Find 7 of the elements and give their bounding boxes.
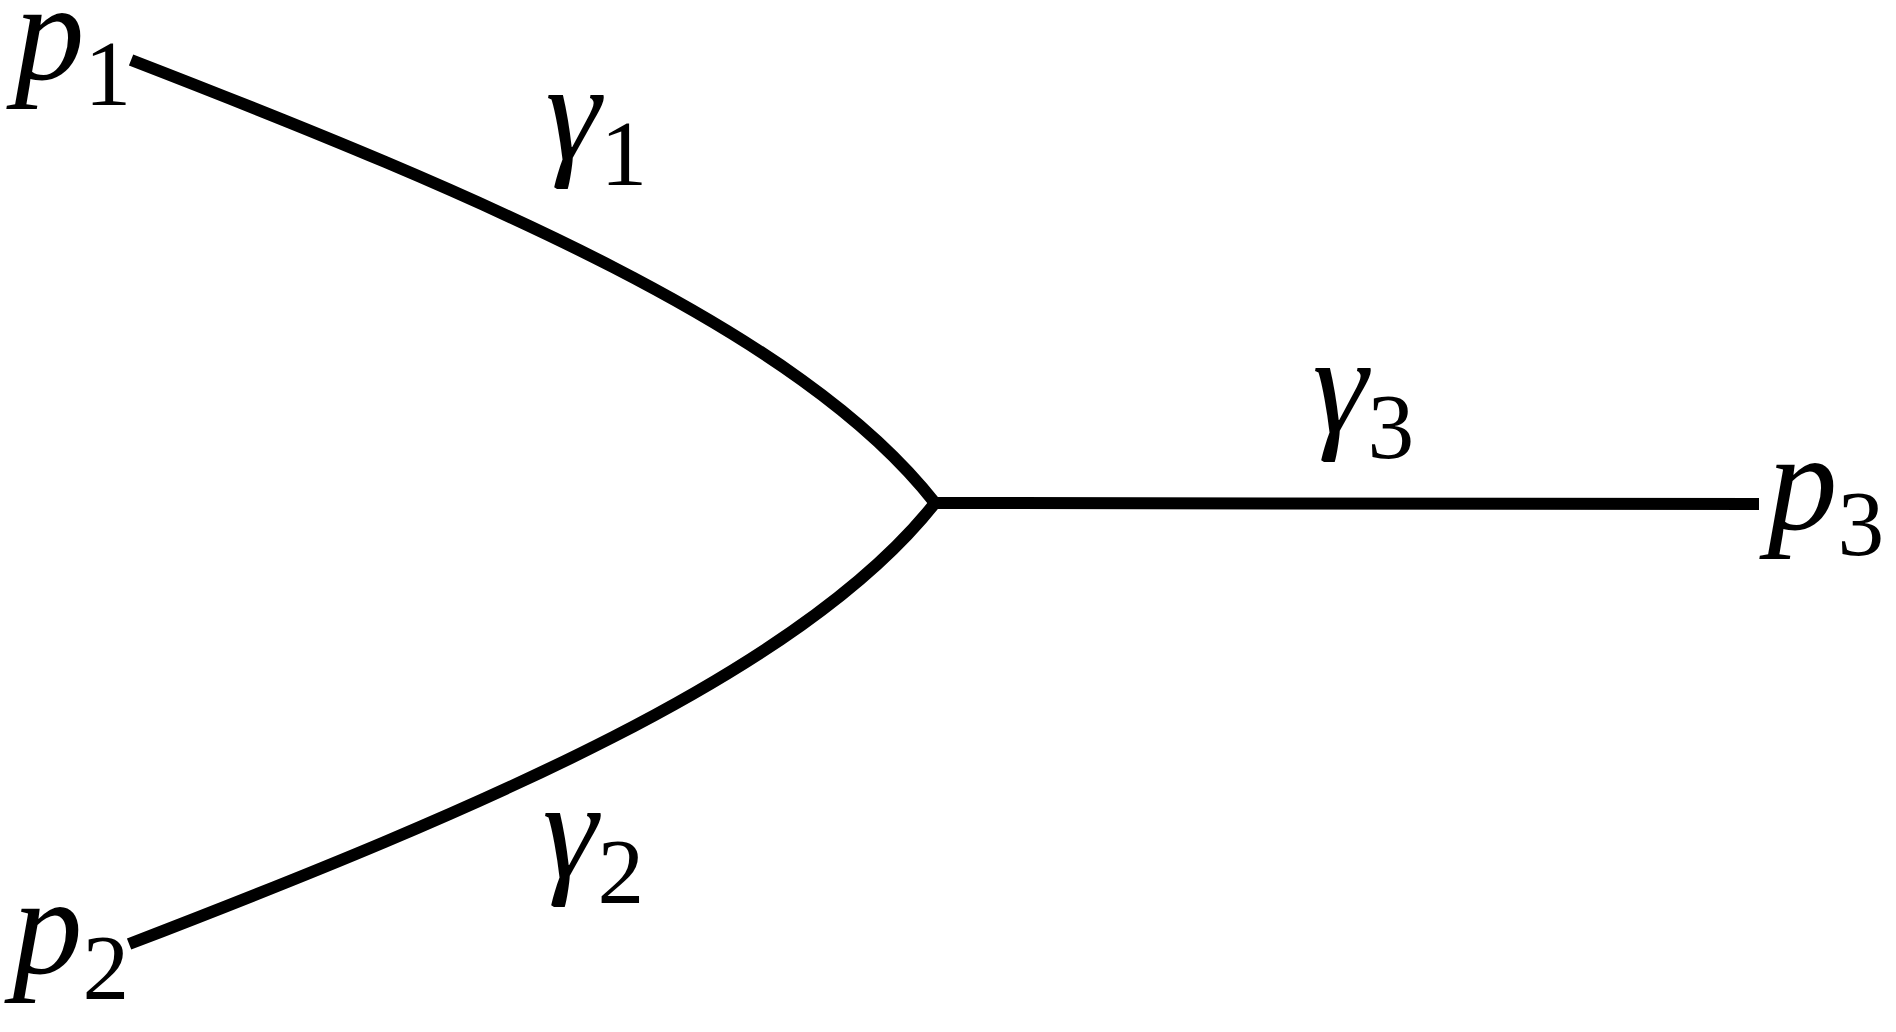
point-label: p$_{3}$ <box>1759 461 1885 565</box>
straight-line <box>935 497 1759 510</box>
point-label: p$_{2}$ <box>4 905 130 1009</box>
edge-label: γ$_{1}$ <box>544 91 648 195</box>
edge-label: γ$_{2}$ <box>541 809 645 913</box>
point-label: p$_{1}$ <box>6 11 132 115</box>
edge-label: γ$_{3}$ <box>1311 364 1415 468</box>
